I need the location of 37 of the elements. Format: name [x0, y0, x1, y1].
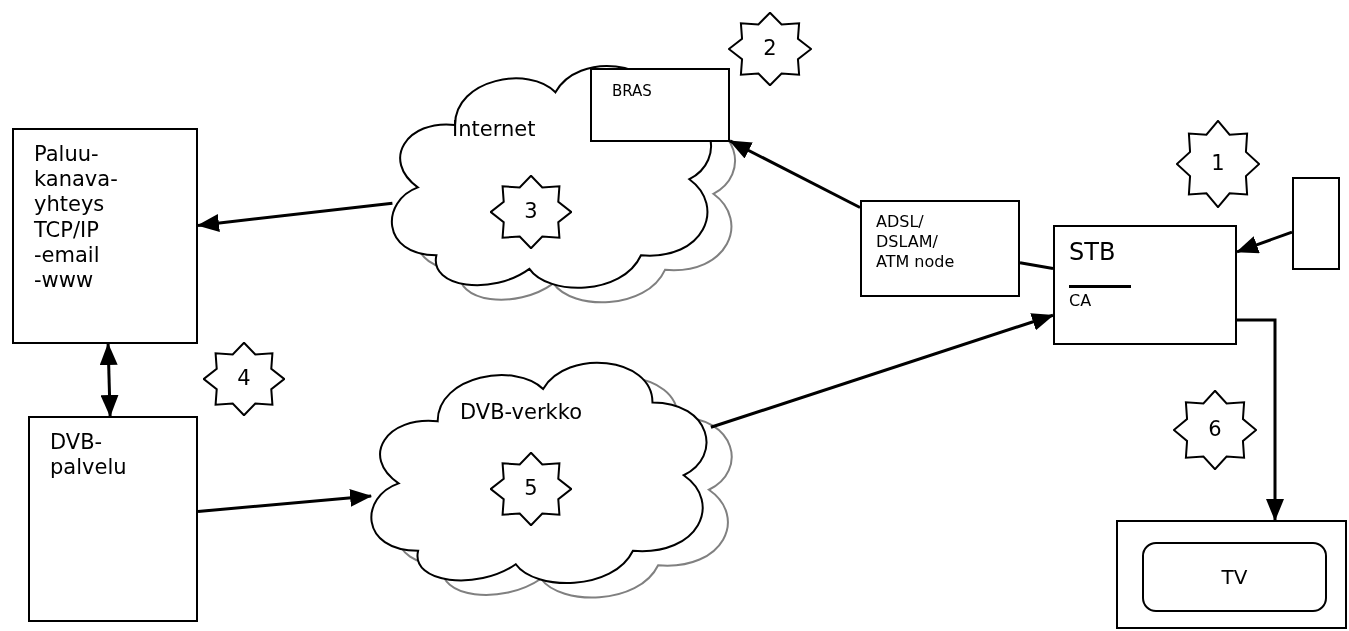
step-number: 1 [1211, 150, 1225, 178]
numbered-star [203, 342, 285, 416]
tv-frame [1116, 520, 1347, 629]
arrow [710, 313, 1054, 429]
step-number: 2 [763, 35, 777, 63]
process-box [860, 200, 1020, 297]
numbered-star [490, 175, 572, 249]
process-box [28, 416, 198, 622]
connector-line [1019, 261, 1054, 271]
tv-screen [1142, 542, 1327, 612]
device-box [1292, 177, 1340, 270]
step-number: 6 [1208, 416, 1222, 444]
numbered-star [490, 452, 572, 526]
step-number: 5 [524, 475, 538, 503]
box-label: TV [1221, 564, 1248, 591]
device-box [1053, 225, 1237, 345]
arrow [197, 488, 373, 513]
process-box [12, 128, 198, 344]
box-label: Paluu- kanava- yhteys TCP/IP -email -www [34, 142, 119, 294]
arrow [99, 343, 119, 417]
step-number: 4 [237, 365, 251, 393]
numbered-star [1176, 120, 1260, 208]
arrow [1236, 230, 1293, 254]
cloud-label: Internet [452, 116, 536, 143]
box-label: DVB- palvelu [50, 430, 128, 481]
box-label: ADSL/ DSLAM/ ATM node [876, 212, 956, 272]
step-number: 3 [524, 198, 538, 226]
box-label: STB [1069, 237, 1116, 267]
arrow [197, 201, 393, 232]
numbered-star [1173, 390, 1257, 470]
cloud-label: DVB-verkko [460, 399, 582, 426]
arrow [729, 139, 861, 209]
box-label: BRAS [612, 81, 652, 102]
arrow [1237, 318, 1284, 521]
numbered-star [728, 12, 812, 86]
process-box [590, 68, 730, 142]
box-label: CA [1069, 291, 1092, 311]
